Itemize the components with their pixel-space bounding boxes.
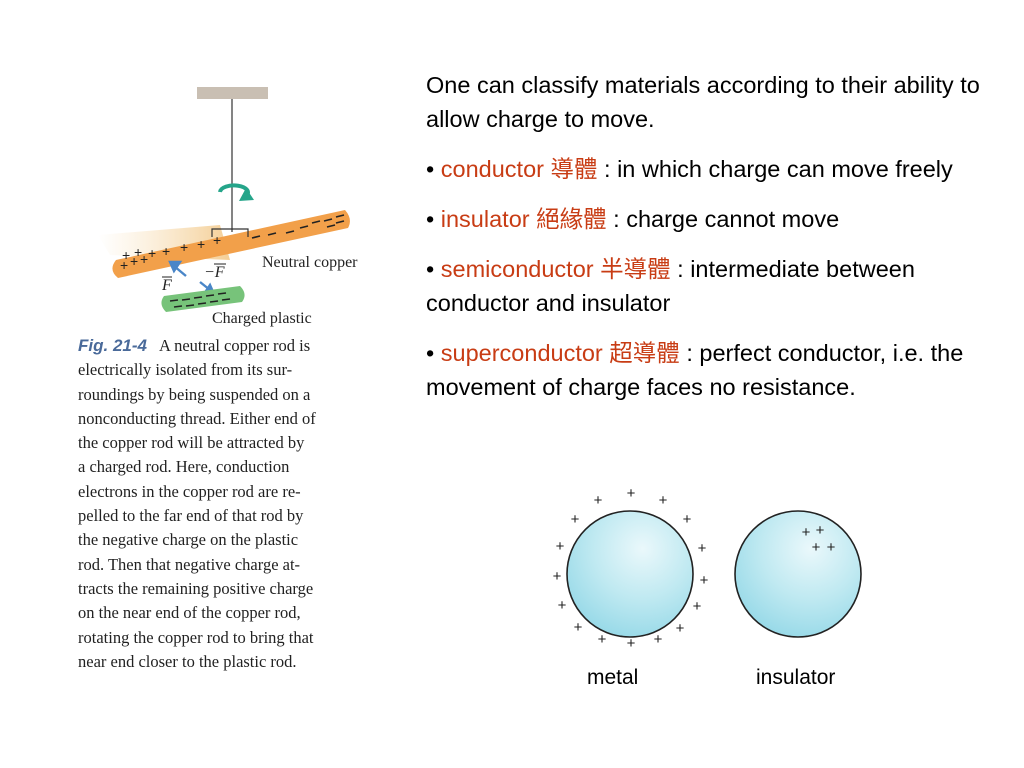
caption-line: rod. Then that negative charge at- (78, 554, 301, 574)
svg-text:+: + (197, 236, 205, 252)
term-semiconductor: semiconductor 半導體 (440, 256, 671, 282)
figure-caption: Fig. 21-4 A neutral copper rod is electri… (78, 334, 398, 674)
bullet-mark: • (426, 256, 435, 282)
bullet-semiconductor: • semiconductor 半導體 : intermediate betwe… (426, 252, 996, 320)
intro-text: One can classify materials according to … (426, 72, 980, 132)
caption-line: near end closer to the plastic rod. (78, 651, 297, 671)
caption-text: A neutral copper rod is (158, 336, 311, 355)
spheres-illustration: +++ ++ ++ ++ ++ ++ +++ ++ ++ (553, 485, 862, 652)
copper-rod-figure: +++ +++ ++++ F −F (70, 80, 410, 340)
svg-text:+: + (594, 492, 603, 509)
term-insulator: insulator 絕緣體 (440, 206, 607, 232)
svg-text:+: + (693, 598, 702, 615)
svg-text:+: + (812, 539, 821, 556)
svg-text:+: + (683, 511, 692, 528)
svg-text:+: + (816, 522, 825, 539)
label-metal: metal (587, 666, 639, 689)
negative-charges-copper (251, 214, 345, 239)
svg-text:+: + (827, 539, 836, 556)
svg-text:+: + (122, 247, 130, 263)
svg-text:+: + (627, 635, 636, 652)
force-label-right: −F (204, 264, 225, 281)
svg-text:+: + (676, 620, 685, 637)
definition-insulator: : charge cannot move (606, 206, 840, 232)
term-conductor: conductor 導體 (440, 156, 598, 182)
force-label-left: F (161, 277, 172, 294)
svg-text:+: + (213, 232, 221, 248)
svg-text:+: + (700, 572, 709, 589)
charge-distribution-figure: +++ ++ ++ ++ ++ ++ +++ ++ ++ metal insul… (540, 480, 880, 700)
svg-text:+: + (574, 619, 583, 636)
bullet-mark: • (426, 206, 435, 232)
caption-line: nonconducting thread. Either end of (78, 408, 316, 428)
definition-conductor: : in which charge can move freely (597, 156, 953, 182)
svg-text:+: + (162, 243, 170, 259)
caption-line: the copper rod will be attracted by (78, 433, 305, 453)
caption-line: electrically isolated from its sur- (78, 360, 293, 380)
bullet-insulator: • insulator 絕緣體 : charge cannot move (426, 202, 996, 236)
svg-text:+: + (134, 244, 142, 260)
svg-text:+: + (558, 597, 567, 614)
svg-text:+: + (140, 251, 148, 267)
caption-line: rotating the copper rod to bring that (78, 627, 314, 647)
svg-text:+: + (148, 245, 156, 261)
svg-text:+: + (802, 524, 811, 541)
ceiling-support (197, 87, 268, 99)
label-insulator: insulator (756, 666, 836, 689)
label-neutral-copper: Neutral copper (262, 254, 358, 271)
caption-line: pelled to the far end of that rod by (78, 506, 304, 526)
svg-text:+: + (553, 568, 562, 585)
caption-line: tracts the remaining positive charge (78, 578, 314, 598)
plastic-rod (161, 286, 245, 312)
caption-line: electrons in the copper rod are re- (78, 481, 301, 501)
slide-body: One can classify materials according to … (426, 68, 996, 420)
caption-line: roundings by being suspended on a (78, 384, 311, 404)
copper-rod-illustration: +++ +++ ++++ F −F (98, 87, 350, 312)
definition-superconductor: : perfect conductor, i.e. the movement o… (426, 340, 964, 400)
caption-line-first: Fig. 21-4 A neutral copper rod is (78, 334, 398, 358)
bullet-superconductor: • superconductor 超導體 : perfect conductor… (426, 336, 996, 404)
bullet-mark: • (426, 156, 435, 182)
bullet-mark: • (426, 340, 435, 366)
insulator-sphere: ++ ++ (734, 510, 862, 638)
caption-line: on the near end of the copper rod, (78, 603, 301, 623)
metal-sphere: + + + + + + + + + + + + + + + + (553, 485, 709, 652)
svg-text:+: + (130, 253, 138, 269)
term-superconductor: superconductor 超導體 (440, 340, 680, 366)
hang-bracket (211, 228, 249, 237)
rotation-arrow-icon (218, 183, 254, 201)
svg-text:+: + (598, 631, 607, 648)
label-charged-plastic: Charged plastic (212, 310, 312, 327)
insulator-local-charges: ++ ++ (802, 522, 836, 556)
metal-surface-charges: + + + + + + + + + + + + + + + + (553, 485, 709, 652)
intro-paragraph: One can classify materials according to … (426, 68, 996, 136)
bullet-conductor: • conductor 導體 : in which charge can mov… (426, 152, 996, 186)
caption-line: the negative charge on the plastic (78, 530, 299, 550)
svg-text:+: + (180, 239, 188, 255)
svg-text:+: + (556, 538, 565, 555)
positive-charges: +++ +++ ++++ (120, 232, 221, 273)
negative-charges-plastic (169, 292, 231, 308)
svg-text:+: + (120, 257, 128, 273)
svg-text:+: + (698, 540, 707, 557)
definition-semiconductor: : intermediate between conductor and ins… (426, 256, 915, 316)
svg-text:+: + (654, 631, 663, 648)
svg-text:+: + (659, 492, 668, 509)
svg-text:+: + (571, 511, 580, 528)
caption-line: a charged rod. Here, conduction (78, 457, 290, 477)
figure-number: Fig. 21-4 (78, 336, 147, 355)
svg-text:+: + (627, 485, 636, 502)
